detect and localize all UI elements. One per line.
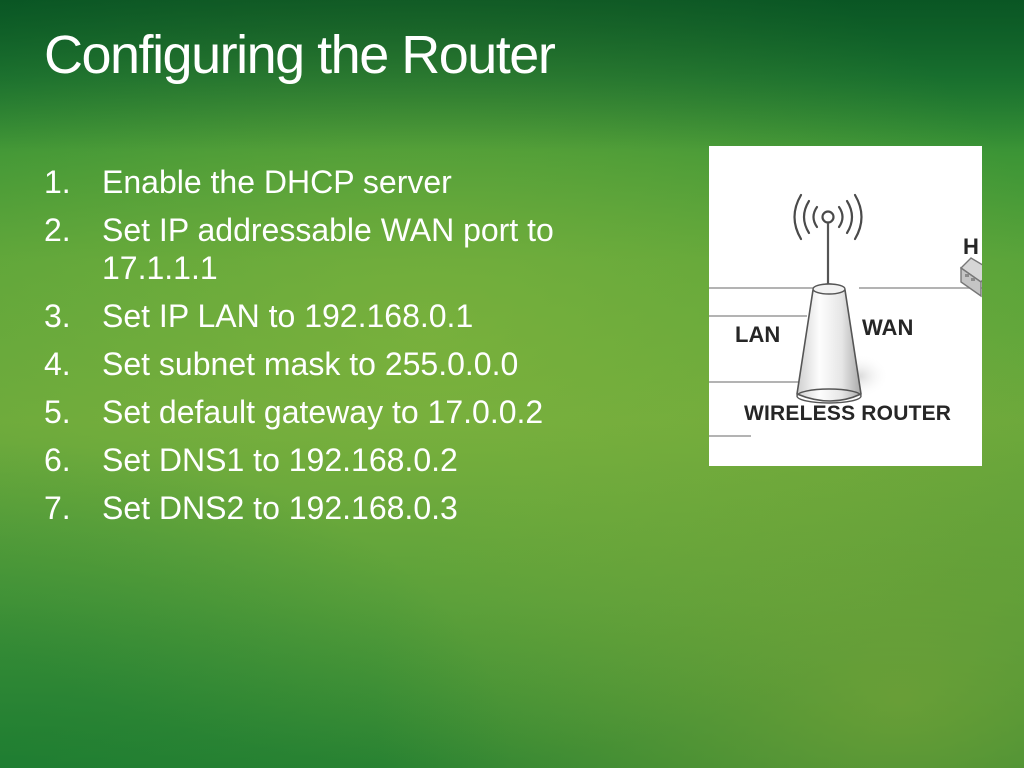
router-icon <box>796 223 889 404</box>
steps-list: 1. Enable the DHCP server 2. Set IP addr… <box>44 163 664 537</box>
wan-label: WAN <box>862 315 914 340</box>
step-text: Set IP addressable WAN port to 17.1.1.1 <box>102 212 554 286</box>
connection-lines <box>709 287 982 437</box>
step-number: 5. <box>44 394 71 430</box>
switch-icon <box>959 257 982 298</box>
router-diagram: LAN WAN WIRELESS ROUTER H <box>709 146 982 466</box>
step-number: 1. <box>44 164 71 200</box>
step-number: 6. <box>44 442 71 478</box>
step-text: Set default gateway to 17.0.0.2 <box>102 394 544 430</box>
list-item: 1. Enable the DHCP server <box>44 163 664 201</box>
step-text: Enable the DHCP server <box>102 164 452 200</box>
list-item: 5. Set default gateway to 17.0.0.2 <box>44 393 664 431</box>
list-item: 4. Set subnet mask to 255.0.0.0 <box>44 345 664 383</box>
step-number: 3. <box>44 298 71 334</box>
step-number: 2. <box>44 212 71 248</box>
lan-label: LAN <box>735 322 781 347</box>
wireless-signal-icon <box>793 193 863 241</box>
list-item: 7. Set DNS2 to 192.168.0.3 <box>44 489 664 527</box>
partial-device-label: H <box>963 234 979 259</box>
step-text: Set DNS2 to 192.168.0.3 <box>102 490 458 526</box>
step-text: Set IP LAN to 192.168.0.1 <box>102 298 474 334</box>
wireless-router-label: WIRELESS ROUTER <box>744 402 952 425</box>
step-number: 4. <box>44 346 71 382</box>
step-text: Set subnet mask to 255.0.0.0 <box>102 346 519 382</box>
step-number: 7. <box>44 490 71 526</box>
step-text: Set DNS1 to 192.168.0.2 <box>102 442 458 478</box>
list-item: 3. Set IP LAN to 192.168.0.1 <box>44 297 664 335</box>
list-item: 2. Set IP addressable WAN port to 17.1.1… <box>44 211 664 287</box>
list-item: 6. Set DNS1 to 192.168.0.2 <box>44 441 664 479</box>
router-diagram-art <box>709 193 982 437</box>
slide-title: Configuring the Router <box>44 25 556 85</box>
